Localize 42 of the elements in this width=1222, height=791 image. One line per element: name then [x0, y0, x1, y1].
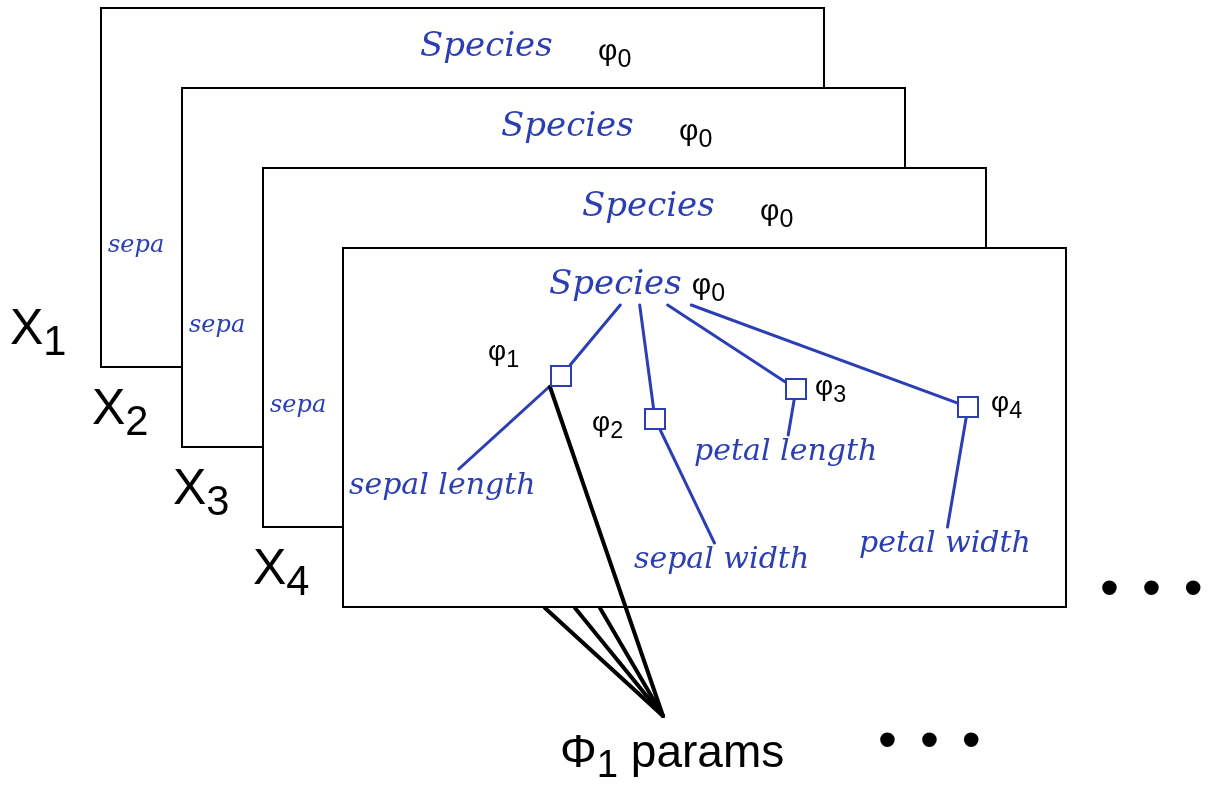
handwritten-label: sepa	[270, 392, 327, 416]
variable-symbol: X$_{2}$	[92, 382, 149, 442]
parameter-symbol: φ$_{0}$	[691, 269, 726, 305]
variable-symbol: X$_{4}$	[253, 542, 310, 602]
factor-square	[550, 365, 572, 387]
factor-square	[957, 396, 979, 418]
parameter-symbol: φ$_{0}$	[760, 195, 794, 231]
card-panel	[181, 87, 906, 167]
tree-line	[946, 416, 968, 529]
variable-label: sepal length	[349, 469, 536, 499]
variable-symbol: φ$_{1}$	[488, 337, 520, 371]
parameter-symbol: φ$_{0}$	[598, 35, 632, 71]
tree-line	[689, 303, 959, 405]
variable-label: petal length	[694, 435, 878, 465]
parameter-line	[548, 385, 665, 718]
variable-label: sepal width	[634, 543, 810, 573]
variable-label: petal width	[859, 527, 1031, 557]
parameter-symbol: φ$_{0}$	[679, 115, 713, 151]
factor-square	[644, 408, 666, 430]
handwritten-label: sepa	[189, 312, 246, 336]
tree-line	[638, 303, 655, 410]
tree-line	[786, 398, 796, 437]
ellipsis: • • •	[1100, 560, 1207, 614]
variable-symbol: X$_{3}$	[173, 462, 230, 522]
handwritten-label: Species	[549, 265, 682, 299]
variable-symbol: φ$_{2}$	[592, 408, 624, 442]
card-panel	[100, 7, 825, 87]
factor-square	[785, 378, 807, 400]
parameter-label: Φ$_{1}$ params	[560, 716, 785, 784]
tree-line	[457, 384, 552, 471]
tree-line	[568, 303, 622, 367]
handwritten-label: sepa	[108, 232, 165, 256]
handwritten-label: Species	[501, 107, 634, 141]
tree-line	[666, 303, 787, 384]
variable-symbol: φ$_{3}$	[815, 372, 847, 406]
handwritten-label: Species	[582, 187, 715, 221]
variable-symbol: φ$_{4}$	[991, 388, 1023, 422]
tree-line	[658, 428, 716, 545]
card-panel	[262, 167, 987, 247]
variable-symbol: X$_{1}$	[10, 302, 67, 362]
ellipsis: • • •	[878, 712, 985, 766]
handwritten-label: Species	[420, 27, 553, 61]
